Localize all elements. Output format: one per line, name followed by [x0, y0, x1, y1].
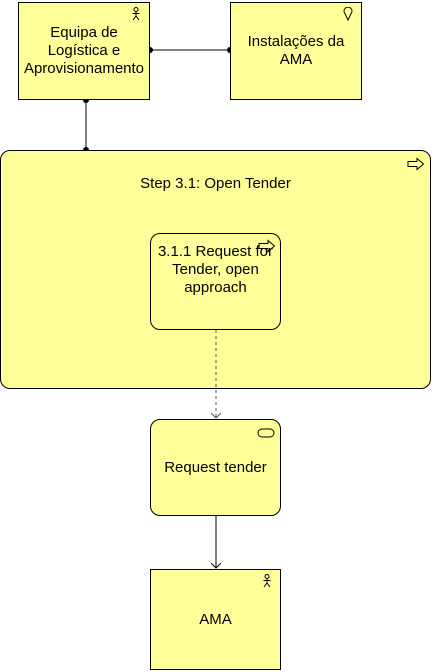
logistics-team-label: Equipa de Logística e Aprovisionamento: [23, 24, 145, 77]
request-open-approach-label: 3.1.1 Request for Tender, open approach: [157, 242, 274, 296]
actor-icon: [132, 7, 140, 21]
process-arrow-icon: [258, 239, 276, 253]
facilities-node[interactable]: Instalações da AMA: [230, 2, 362, 100]
actor-icon: [263, 574, 271, 588]
ama-label: AMA: [199, 610, 232, 628]
ama-node[interactable]: AMA: [150, 569, 281, 670]
facilities-label: Instalações da AMA: [247, 33, 345, 68]
request-open-approach-node[interactable]: 3.1.1 Request for Tender, open approach: [150, 233, 281, 330]
location-pin-icon: [343, 7, 353, 21]
logistics-team-node[interactable]: Equipa de Logística e Aprovisionamento: [18, 2, 150, 100]
request-tender-label: Request tender: [164, 458, 267, 476]
step-group-label: Step 3.1: Open Tender: [140, 175, 291, 192]
service-icon: [257, 428, 275, 438]
process-arrow-icon: [407, 157, 425, 171]
request-tender-node[interactable]: Request tender: [150, 419, 281, 516]
